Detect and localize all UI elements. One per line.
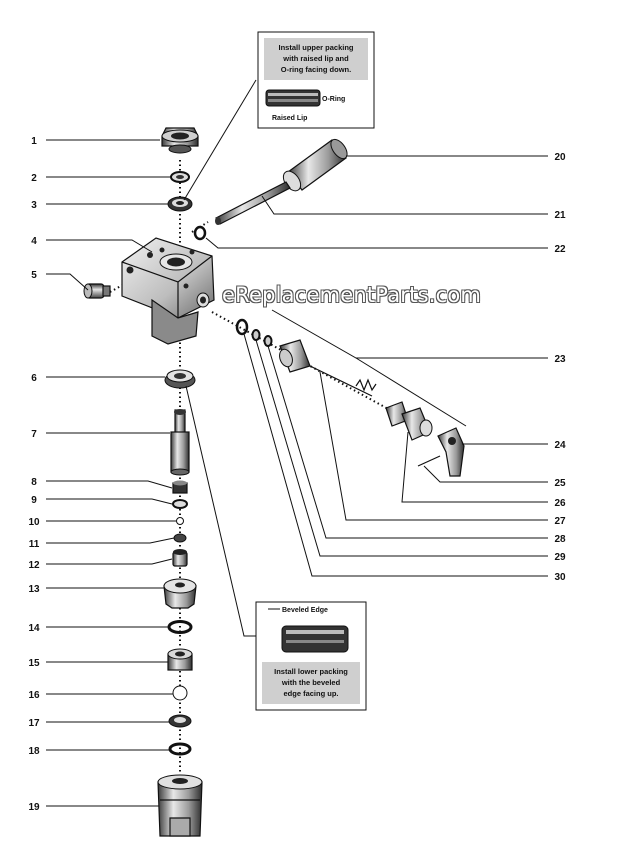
- label-12: 12: [28, 560, 40, 571]
- part-2-washer[interactable]: [170, 171, 190, 183]
- oring-label: O-Ring: [322, 96, 345, 103]
- lower-note-line-3: edge facing up.: [283, 689, 338, 698]
- label-30: 30: [554, 572, 566, 583]
- label-7: 7: [31, 429, 37, 440]
- part-4-pump-block[interactable]: [121, 237, 215, 345]
- part-13-housing[interactable]: [163, 578, 197, 609]
- part-18-oring[interactable]: [168, 742, 192, 756]
- watermark: eReplacementParts.com: [222, 283, 482, 307]
- label-13: 13: [28, 584, 40, 595]
- part-15-seat[interactable]: [167, 648, 193, 671]
- part-17-seal[interactable]: [168, 714, 192, 728]
- upper-note-line-3: O-ring facing down.: [281, 65, 351, 74]
- part-29-washer[interactable]: [251, 329, 261, 341]
- label-9: 9: [31, 495, 37, 506]
- label-26: 26: [554, 498, 566, 509]
- label-5: 5: [31, 270, 37, 281]
- part-28-washer[interactable]: [263, 335, 273, 347]
- part-9-washer[interactable]: [172, 499, 188, 509]
- lower-note-line-1: Install lower packing: [274, 667, 348, 676]
- part-22-oring[interactable]: [193, 225, 207, 241]
- upper-packing-note: Install upper packing with raised lip an…: [257, 31, 375, 129]
- part-27-valve-stem[interactable]: [309, 365, 377, 397]
- label-24: 24: [554, 440, 566, 451]
- part-valve-seat[interactable]: [277, 339, 311, 373]
- part-1-nut[interactable]: [161, 127, 199, 154]
- label-16: 16: [28, 690, 40, 701]
- label-27: 27: [554, 516, 566, 527]
- label-19: 19: [28, 802, 40, 813]
- lower-packing-illustration: [281, 625, 349, 653]
- label-3: 3: [31, 200, 37, 211]
- lower-note-line-2: with the beveled: [281, 678, 341, 687]
- label-23: 23: [554, 354, 566, 365]
- part-16-ball[interactable]: [172, 685, 188, 701]
- part-5-fitting[interactable]: [83, 283, 111, 299]
- label-6: 6: [31, 373, 37, 384]
- part-number-labels: 1 2 3 4 5 6 7 8 9 10 11 12 13 14 15 16 1…: [28, 136, 566, 813]
- label-20: 20: [554, 152, 566, 163]
- label-2: 2: [31, 173, 37, 184]
- label-29: 29: [554, 552, 566, 563]
- lower-packing-note: Beveled Edge Install lower packing with …: [255, 601, 367, 711]
- upper-note-line-1: Install upper packing: [278, 43, 353, 52]
- part-12-retainer[interactable]: [172, 549, 188, 567]
- part-25-pin[interactable]: [417, 455, 441, 467]
- label-11: 11: [29, 539, 40, 550]
- part-20-knob[interactable]: [280, 137, 350, 194]
- part-7-piston-rod[interactable]: [170, 409, 190, 476]
- part-3-upper-packing[interactable]: [167, 196, 193, 212]
- part-8-spacer[interactable]: [172, 480, 188, 494]
- part-24-lever[interactable]: [437, 427, 465, 477]
- upper-packing-illustration: [265, 89, 321, 107]
- part-10-ball[interactable]: [176, 517, 184, 525]
- upper-note-line-2: with raised lip and: [282, 54, 349, 63]
- raised-lip-label: Raised Lip: [272, 115, 307, 122]
- label-25: 25: [554, 478, 566, 489]
- part-30-oring[interactable]: [235, 318, 249, 336]
- beveled-edge-label: Beveled Edge: [282, 607, 328, 614]
- label-28: 28: [554, 534, 566, 545]
- label-18: 18: [28, 746, 40, 757]
- label-22: 22: [554, 244, 566, 255]
- part-26-bushing[interactable]: [385, 401, 433, 441]
- label-15: 15: [28, 658, 40, 669]
- label-14: 14: [28, 623, 40, 634]
- part-21-rod[interactable]: [215, 181, 291, 225]
- part-19-foot-valve-housing[interactable]: [157, 774, 203, 837]
- label-17: 17: [28, 718, 40, 729]
- label-10: 10: [28, 517, 40, 528]
- label-4: 4: [31, 236, 37, 247]
- label-8: 8: [31, 477, 37, 488]
- part-11-washer[interactable]: [173, 533, 187, 543]
- label-1: 1: [31, 136, 37, 147]
- leader-lines: [46, 79, 548, 807]
- label-21: 21: [554, 210, 566, 221]
- part-6-lower-packing[interactable]: [164, 369, 196, 389]
